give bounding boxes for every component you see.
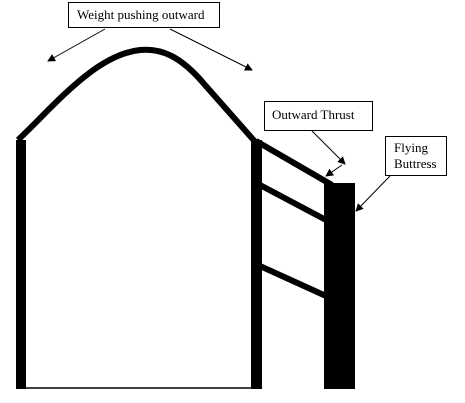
buttress-top-arm — [254, 138, 334, 188]
weight-arrow-left — [47, 28, 106, 62]
outward-thrust-label: Outward Thrust — [264, 101, 373, 131]
vaulted-roof — [15, 46, 261, 147]
right-wall — [251, 140, 262, 389]
buttress-upper-arm — [258, 182, 328, 223]
left-wall — [16, 140, 26, 389]
weight-label: Weight pushing outward — [68, 2, 220, 28]
flying-buttress-label: Flying Buttress — [385, 136, 447, 176]
weight-label-text: Weight pushing outward — [77, 7, 205, 22]
buttress-pier — [324, 183, 355, 389]
buttress-lower-arm — [258, 263, 328, 299]
thrust-arrow — [311, 130, 346, 165]
buttress-arrow — [355, 175, 391, 212]
flying-buttress-label-line2: Buttress — [394, 156, 437, 171]
thrust-arrow-short — [325, 164, 343, 177]
weight-arrow-right — [169, 28, 253, 71]
flying-buttress-label-line1: Flying — [394, 140, 428, 155]
outward-thrust-label-text: Outward Thrust — [272, 107, 355, 122]
